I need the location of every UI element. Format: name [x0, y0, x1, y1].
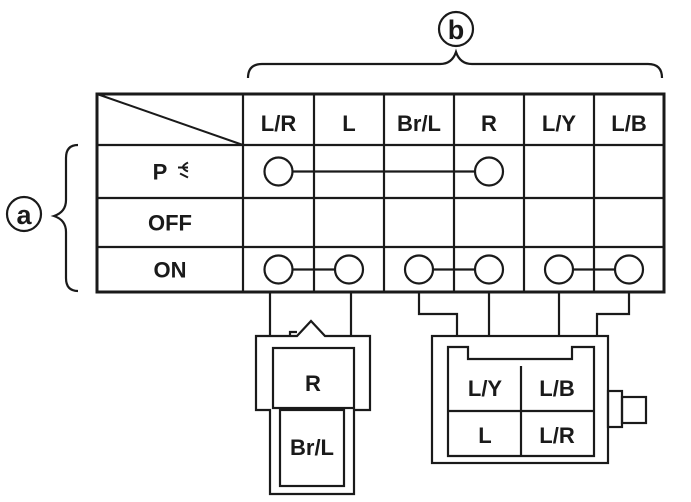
row-header: P: [153, 160, 168, 185]
right-connector-cell: L/B: [539, 376, 574, 401]
row-group-brace: [50, 143, 79, 293]
column-header: L/B: [611, 111, 646, 136]
continuity-terminal: [263, 156, 294, 187]
continuity-terminal: [473, 156, 505, 187]
row-group-callout: a: [5, 195, 43, 233]
right-connector-cell: L/Y: [468, 376, 503, 401]
parking-light-icon: [178, 161, 189, 179]
column-header: L/Y: [542, 111, 577, 136]
continuity-terminal: [403, 254, 435, 285]
left-connector-cell: Br/L: [290, 435, 334, 460]
column-group-letter: b: [448, 15, 465, 45]
column-group-brace: [246, 48, 664, 79]
left-connector: R Br/L: [254, 319, 372, 496]
left-connector-cell: R: [305, 371, 321, 396]
continuity-terminal: [333, 254, 365, 285]
column-group-callout: b: [437, 10, 475, 48]
continuity-table: L/R L Br/L R L/Y L/B P OFF ON: [95, 92, 666, 294]
wiring: [268, 292, 631, 336]
right-connector: L/Y L/B L L/R: [430, 334, 648, 465]
right-connector-cell: L/R: [539, 423, 575, 448]
header-diagonal: [96, 93, 244, 146]
row-header: ON: [154, 258, 187, 283]
continuity-terminal: [613, 254, 645, 285]
column-header: L: [342, 111, 355, 136]
column-header: Br/L: [397, 111, 441, 136]
continuity-terminal: [473, 254, 505, 285]
continuity-terminal: [543, 254, 575, 285]
column-header: R: [481, 111, 497, 136]
row-group-letter: a: [16, 200, 32, 230]
right-connector-cell: L: [478, 423, 491, 448]
row-header: OFF: [148, 211, 192, 236]
continuity-terminal: [263, 254, 294, 285]
column-header: L/R: [261, 111, 297, 136]
